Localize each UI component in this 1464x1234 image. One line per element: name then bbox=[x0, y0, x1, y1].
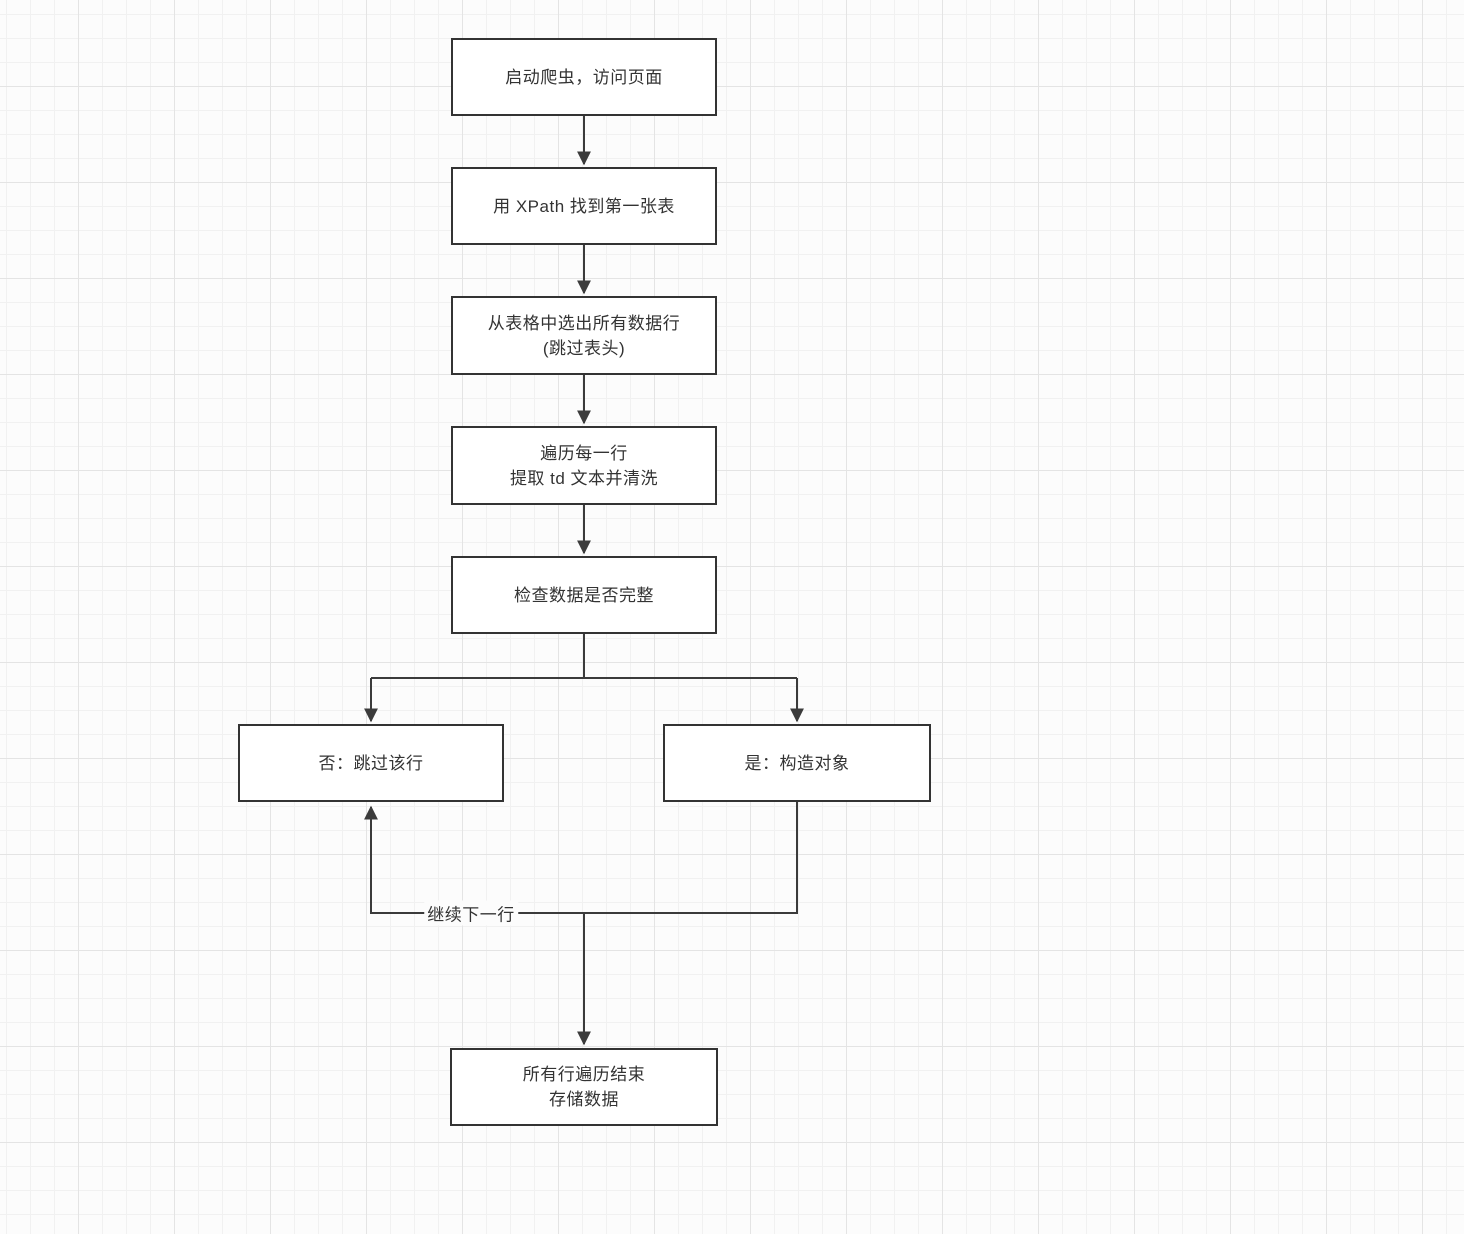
node-start-crawler[interactable]: 启动爬虫，访问页面 bbox=[451, 38, 717, 116]
node-select-data-rows[interactable]: 从表格中选出所有数据行 (跳过表头) bbox=[451, 296, 717, 375]
node-find-table-xpath[interactable]: 用 XPath 找到第一张表 bbox=[451, 167, 717, 245]
node-iterate-extract-clean[interactable]: 遍历每一行 提取 td 文本并清洗 bbox=[451, 426, 717, 505]
node-check-data-complete[interactable]: 检查数据是否完整 bbox=[451, 556, 717, 634]
edge-yes-feedback-to-no[interactable] bbox=[364, 802, 798, 914]
edge-label-continue-next-row[interactable]: 继续下一行 bbox=[424, 900, 518, 926]
node-branch-no-skip-row[interactable]: 否：跳过该行 bbox=[238, 724, 504, 802]
node-finish-store-data[interactable]: 所有行遍历结束 存储数据 bbox=[450, 1048, 718, 1126]
node-branch-yes-build-object[interactable]: 是：构造对象 bbox=[663, 724, 931, 802]
